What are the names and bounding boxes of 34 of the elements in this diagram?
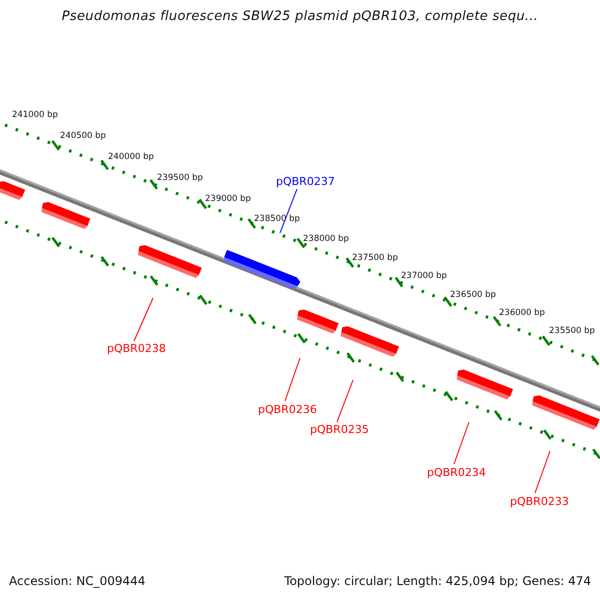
position-label: 238000 bp xyxy=(303,234,349,244)
gene-label: pQBR0237 xyxy=(276,175,335,188)
position-label: 237500 bp xyxy=(352,253,398,263)
gene-label: pQBR0233 xyxy=(510,495,569,508)
gene-block xyxy=(530,394,600,430)
gene-block xyxy=(295,308,339,334)
gene-block xyxy=(136,243,202,279)
gene-block xyxy=(222,250,302,290)
gene-label: pQBR0234 xyxy=(427,466,486,479)
position-label: 239500 bp xyxy=(157,173,203,183)
gene-block xyxy=(40,200,90,230)
gene-label: pQBR0236 xyxy=(258,403,317,416)
position-label: 236500 bp xyxy=(450,290,496,300)
position-label: 236000 bp xyxy=(499,308,545,318)
gene-block xyxy=(0,179,26,201)
gene-label: pQBR0235 xyxy=(310,423,369,436)
leader-line xyxy=(134,298,154,342)
leader-line xyxy=(454,422,470,464)
gene-block xyxy=(454,368,514,400)
position-label: 241000 bp xyxy=(12,110,58,120)
position-label: 237000 bp xyxy=(401,271,447,281)
map-title: Pseudomonas fluorescens SBW25 plasmid pQBR103, complete sequ... xyxy=(60,9,540,24)
footer-text: Accession: NC_009444 xyxy=(9,574,146,588)
position-label: 240500 bp xyxy=(60,131,106,141)
leader-line xyxy=(336,380,354,422)
gene-label: pQBR0238 xyxy=(107,342,166,355)
footer-text: Topology: circular; Length: 425,094 bp; Genes: 474 xyxy=(284,574,591,588)
position-label: 239000 bp xyxy=(205,194,251,204)
position-label: 235500 bp xyxy=(549,326,595,336)
gene-block xyxy=(338,324,400,358)
leader-line xyxy=(534,450,550,494)
leader-line xyxy=(284,358,300,402)
leader-line xyxy=(280,188,298,234)
position-label: 240000 bp xyxy=(108,152,154,162)
